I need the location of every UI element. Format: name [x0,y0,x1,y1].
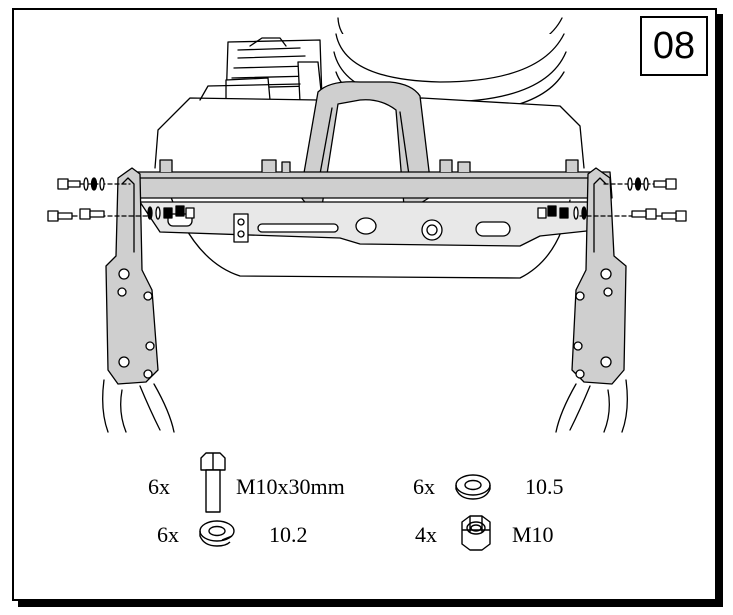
right-hardware-lower [537,205,687,222]
hex-nut-icon [461,515,491,551]
flat-washer-icon [455,474,491,500]
step-number: 08 [640,16,708,76]
bolt-spec: M10x30mm [236,474,345,499]
front-crossbar [127,159,613,199]
spring-washer-quantity: 6x [157,522,179,547]
right-handle-leg [555,379,628,433]
hex-nut-spec: M10 [512,522,554,547]
spring-washer-spec: 10.2 [269,522,308,547]
left-hardware-upper [57,177,131,191]
right-side-bracket [571,167,627,385]
engine-housing [225,37,323,105]
bolt-quantity: 6x [148,474,170,499]
spring-washer-icon [199,520,235,547]
hex-nut-quantity: 4x [415,522,437,547]
flat-washer-spec: 10.5 [525,474,564,499]
left-hardware-lower [47,205,195,222]
right-hardware-upper [603,177,677,191]
bolt-icon [200,452,226,513]
flat-washer-quantity: 6x [413,474,435,499]
left-side-bracket [105,167,159,385]
left-handle-leg [102,379,175,433]
mounting-plate [139,201,601,247]
